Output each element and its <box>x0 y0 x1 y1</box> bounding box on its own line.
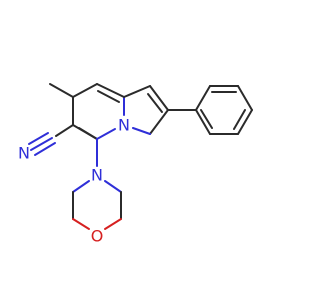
phenyl-ring <box>167 85 253 135</box>
bond <box>55 124 74 137</box>
morpholine-ring <box>72 138 122 230</box>
bond <box>72 180 90 193</box>
nitrile-nitrogen-label: N <box>18 144 30 163</box>
bond <box>28 132 49 145</box>
pyrrole-ring <box>123 85 169 135</box>
bond <box>72 83 98 98</box>
bond <box>149 109 169 135</box>
bond <box>132 127 151 135</box>
bond <box>96 128 116 140</box>
nitrile-group <box>28 124 74 156</box>
bond <box>237 109 253 135</box>
bond <box>96 83 125 98</box>
bond <box>30 137 53 151</box>
bond <box>123 85 151 98</box>
structure-diagram: N N O N <box>18 83 253 246</box>
bond <box>78 127 98 140</box>
bond <box>34 142 56 156</box>
ring-nitrogen-label: N <box>118 116 130 135</box>
morpholine-oxygen-label: O <box>91 227 104 246</box>
bond <box>200 109 213 129</box>
morpholine-nitrogen-label: N <box>91 166 103 185</box>
bond <box>104 180 122 193</box>
bond <box>195 109 211 135</box>
bond <box>147 93 163 113</box>
bond <box>97 90 120 103</box>
bond <box>233 109 246 130</box>
bond <box>195 85 211 111</box>
bond <box>149 85 169 111</box>
bond <box>104 218 122 230</box>
bond <box>72 218 90 230</box>
methyl-bond <box>49 83 74 98</box>
bond <box>237 85 253 111</box>
pyridine-ring <box>72 83 125 140</box>
